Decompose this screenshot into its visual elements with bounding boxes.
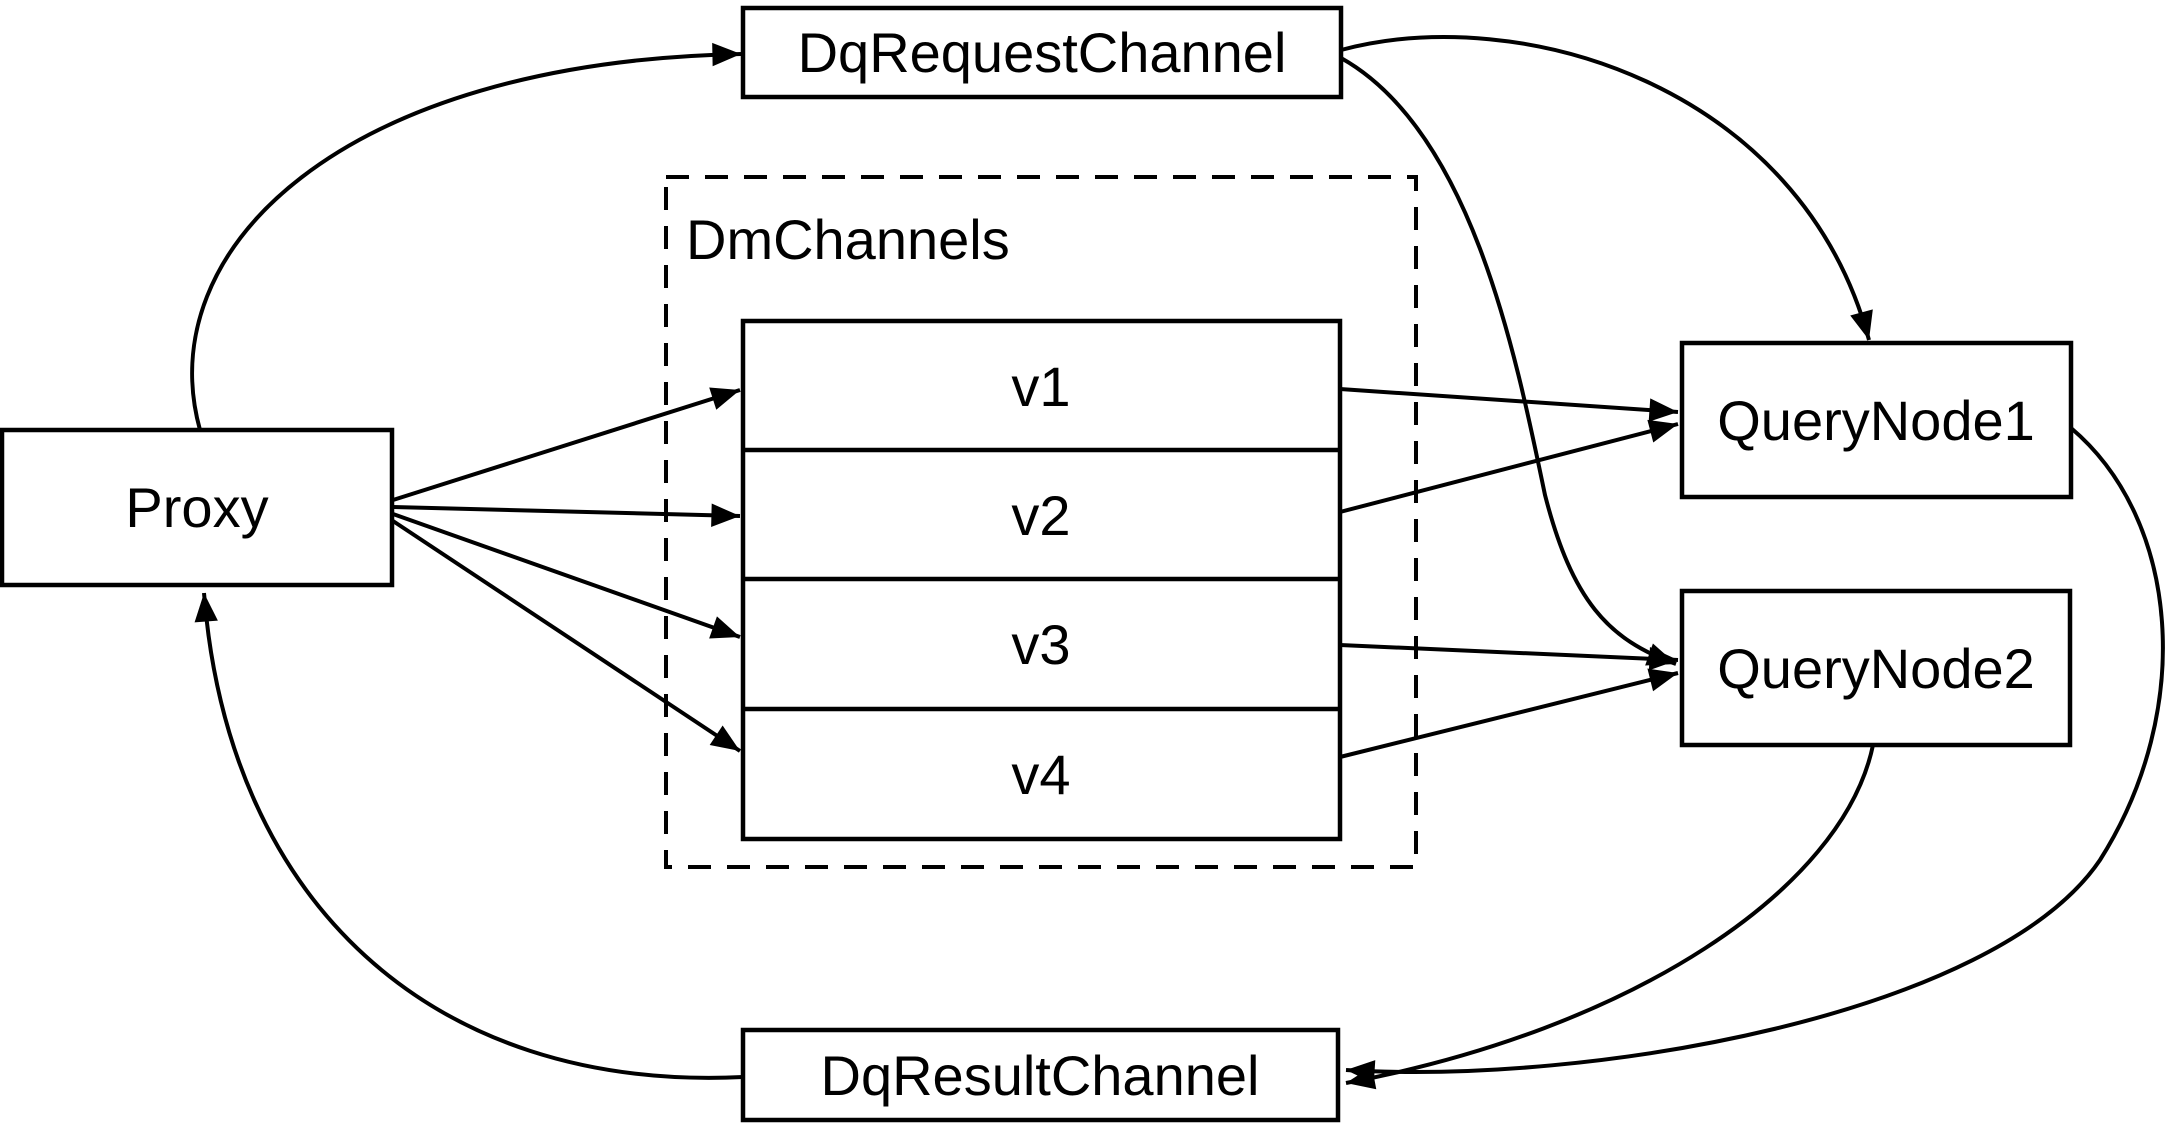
arrow-v1-to-querynode1 bbox=[1339, 387, 1679, 422]
arrow-dqresultchannel-to-proxy bbox=[194, 592, 744, 1080]
query-node1-node-box bbox=[1679, 340, 2074, 500]
arrow-querynode1-to-dqresultchannel bbox=[1345, 426, 2165, 1084]
arrow-v3-to-querynode2 bbox=[1339, 643, 1679, 671]
arrow-proxy-to-v4 bbox=[391, 519, 742, 753]
arrow-dqrequestchannel-to-querynode1 bbox=[1340, 35, 1873, 341]
arrow-proxy-to-dqrequestchannel bbox=[190, 42, 742, 431]
channel-v4-label: v4 bbox=[1011, 743, 1070, 806]
arrow-proxy-to-v3 bbox=[392, 512, 741, 639]
dq-result-channel-node-box bbox=[740, 1027, 1341, 1123]
channel-v1-label: v1 bbox=[1011, 355, 1070, 418]
dm-channels-group-label: DmChannels bbox=[686, 208, 1010, 271]
channel-v2-label: v2 bbox=[1011, 484, 1070, 547]
arrow-proxy-to-v2 bbox=[392, 503, 741, 527]
query-node2-node-box bbox=[1679, 588, 2073, 748]
dq-request-channel-node-box bbox=[740, 5, 1344, 100]
dm-channels-group-box bbox=[664, 175, 1418, 869]
query-node1-node-label: QueryNode1 bbox=[1717, 389, 2035, 452]
dq-result-channel-node-label: DqResultChannel bbox=[821, 1044, 1260, 1107]
arrow-v4-to-querynode2 bbox=[1339, 668, 1679, 759]
dq-request-channel-node-label: DqRequestChannel bbox=[798, 21, 1287, 84]
arrow-v2-to-querynode1 bbox=[1339, 419, 1679, 514]
arrow-dqrequestchannel-to-querynode2 bbox=[1340, 56, 1677, 666]
proxy-node-label: Proxy bbox=[125, 476, 268, 539]
proxy-node-box bbox=[0, 427, 395, 588]
arrow-proxy-to-v1 bbox=[392, 387, 741, 502]
arrow-querynode2-to-dqresultchannel bbox=[1345, 744, 1875, 1090]
channel-v3-label: v3 bbox=[1011, 613, 1070, 676]
query-node2-node-label: QueryNode2 bbox=[1717, 637, 2035, 700]
